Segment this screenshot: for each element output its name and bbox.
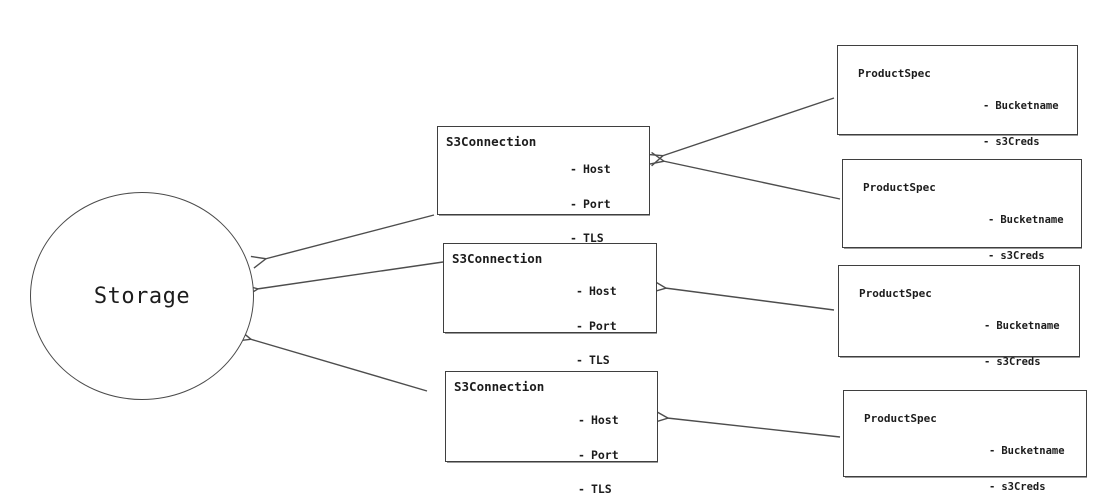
arrow-s3connection-3-to-storage xyxy=(250,339,428,392)
s3-connection-3-node: S3Connection -Host -Port -TLS xyxy=(445,371,658,493)
arrow-productspec-4-to-s3connection-3 xyxy=(667,418,841,438)
attribute-item: -s3Creds xyxy=(989,481,1065,493)
attribute-item: -s3Creds xyxy=(983,136,1059,148)
attribute-label: Host xyxy=(588,284,617,298)
attribute-label: s3Creds xyxy=(1001,481,1046,493)
attribute-label: Port xyxy=(588,318,617,333)
attribute-list: -Bucketname -s3Creds xyxy=(984,296,1060,392)
bullet-dash: - xyxy=(989,445,996,457)
bullet-dash: - xyxy=(988,214,995,226)
attribute-label: Host xyxy=(590,413,619,427)
attribute-label: TLS xyxy=(590,482,612,493)
attribute-label: Port xyxy=(590,447,619,462)
attribute-label: s3Creds xyxy=(995,136,1040,148)
bullet-dash: - xyxy=(570,196,577,211)
arrow-s3connection-1-to-storage xyxy=(265,214,435,259)
bullet-dash: - xyxy=(984,356,991,368)
bullet-dash: - xyxy=(983,136,990,148)
bullet-dash: - xyxy=(988,250,995,262)
attribute-label: s3Creds xyxy=(996,356,1041,368)
attribute-label: Port xyxy=(582,196,611,211)
bullet-dash: - xyxy=(984,320,991,332)
attribute-item: -Bucketname xyxy=(988,214,1064,226)
attribute-label: Bucketname xyxy=(996,320,1060,332)
bullet-dash: - xyxy=(570,162,577,176)
bullet-dash: - xyxy=(989,481,996,493)
attribute-item: -TLS xyxy=(576,353,618,367)
attribute-label: Bucketname xyxy=(1001,445,1065,457)
arrow-productspec-2-to-s3connection-1 xyxy=(663,161,841,200)
bullet-dash: - xyxy=(983,100,990,112)
attribute-label: Host xyxy=(582,162,611,176)
attribute-item: -Bucketname xyxy=(989,445,1065,457)
attribute-list: -Host -Port -TLS xyxy=(576,263,618,390)
attribute-item: -Port xyxy=(578,447,620,462)
product-spec-title: ProductSpec xyxy=(858,67,931,80)
product-spec-2-node: ProductSpec -Bucketname -s3Creds xyxy=(842,159,1082,262)
bullet-dash: - xyxy=(578,447,585,462)
storage-node: Storage xyxy=(30,192,254,400)
bullet-dash: - xyxy=(578,482,585,493)
attribute-item: -TLS xyxy=(578,482,620,493)
s3-connection-title: S3Connection xyxy=(446,134,537,149)
product-spec-3-node: ProductSpec -Bucketname -s3Creds xyxy=(838,265,1080,368)
attribute-list: -Bucketname -s3Creds xyxy=(989,421,1065,493)
attribute-label: TLS xyxy=(588,353,610,367)
arrow-productspec-1-to-s3connection-1 xyxy=(662,97,835,156)
attribute-item: -Host xyxy=(578,413,620,427)
attribute-label: TLS xyxy=(582,231,604,245)
attribute-item: -Port xyxy=(576,318,618,333)
attribute-list: -Bucketname -s3Creds xyxy=(983,76,1059,172)
s3-connection-title: S3Connection xyxy=(454,379,545,394)
s3-connection-title: S3Connection xyxy=(452,251,543,266)
attribute-item: -Bucketname xyxy=(983,100,1059,112)
attribute-item: -Bucketname xyxy=(984,320,1060,332)
attribute-item: -Port xyxy=(570,196,612,211)
bullet-dash: - xyxy=(570,231,577,245)
storage-label: Storage xyxy=(93,283,191,309)
attribute-label: Bucketname xyxy=(995,100,1059,112)
s3-connection-2-node: S3Connection -Host -Port -TLS xyxy=(443,243,657,366)
attribute-item: -s3Creds xyxy=(984,356,1060,368)
bullet-dash: - xyxy=(578,413,585,427)
arrow-s3connection-2-to-storage xyxy=(257,261,444,289)
attribute-label: s3Creds xyxy=(1000,250,1045,262)
attribute-item: -TLS xyxy=(570,231,612,245)
product-spec-title: ProductSpec xyxy=(863,181,936,194)
product-spec-title: ProductSpec xyxy=(859,287,932,300)
product-spec-1-node: ProductSpec -Bucketname -s3Creds xyxy=(837,45,1078,148)
attribute-item: -Host xyxy=(570,162,612,176)
s3-connection-1-node: S3Connection -Host -Port -TLS xyxy=(437,126,650,244)
attribute-list: -Host -Port -TLS xyxy=(570,141,612,268)
bullet-dash: - xyxy=(576,353,583,367)
attribute-label: Bucketname xyxy=(1000,214,1064,226)
attribute-list: -Bucketname -s3Creds xyxy=(988,190,1064,286)
product-spec-4-node: ProductSpec -Bucketname -s3Creds xyxy=(843,390,1087,493)
product-spec-title: ProductSpec xyxy=(864,412,937,425)
attribute-item: -s3Creds xyxy=(988,250,1064,262)
bullet-dash: - xyxy=(576,318,583,333)
attribute-list: -Host -Port -TLS xyxy=(578,392,620,493)
bullet-dash: - xyxy=(576,284,583,298)
attribute-item: -Host xyxy=(576,284,618,298)
arrow-productspec-3-to-s3connection-2 xyxy=(665,288,835,311)
